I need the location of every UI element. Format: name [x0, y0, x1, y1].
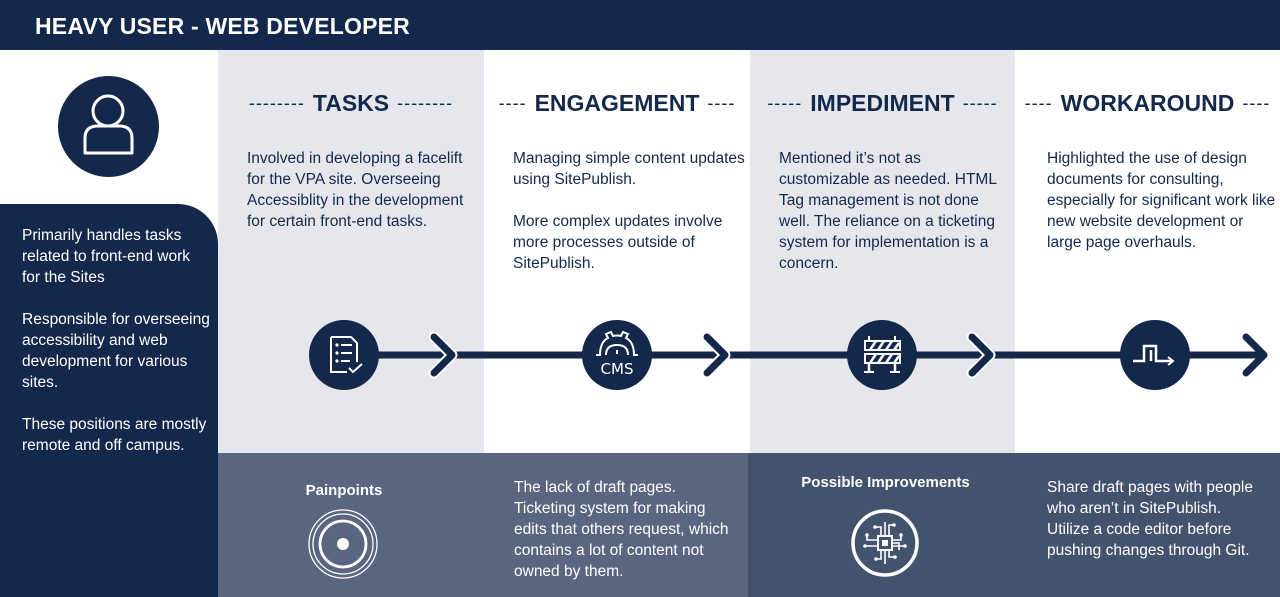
impediment-body: Mentioned it’s not as customizable as ne…	[779, 148, 1014, 274]
column-title: -------- TASKS --------	[218, 90, 484, 117]
engagement-text-2: More complex updates involve more proces…	[513, 213, 723, 272]
column-title: ----- IMPEDIMENT -----	[750, 90, 1015, 117]
tasks-text: Involved in developing a facelift for th…	[247, 150, 464, 230]
column-engagement: ---- ENGAGEMENT ---- Managing simple conte…	[484, 50, 750, 453]
improvement-item-1: Share draft pages with people who aren’t…	[1047, 479, 1253, 517]
tasks-body: Involved in developing a facelift for th…	[247, 148, 482, 232]
dash-divider: --------	[248, 93, 305, 113]
header-bar: HEAVY USER - WEB DEVELOPER	[0, 0, 1280, 50]
dash-divider: ----	[498, 93, 527, 113]
column-title: ---- ENGAGEMENT ----	[484, 90, 750, 117]
column-workaround: ---- WORKAROUND ---- Highlighted the use o…	[1015, 50, 1280, 453]
column-title: ---- WORKAROUND ----	[1015, 90, 1280, 117]
column-impediment: ----- IMPEDIMENT ----- Mentioned it’s not …	[750, 50, 1015, 453]
dash-divider: ----	[707, 93, 736, 113]
dash-divider: -----	[767, 93, 803, 113]
impediment-heading: IMPEDIMENT	[810, 90, 955, 116]
painpoints-band: Painpoints The lack of draft pages. Tick…	[218, 453, 748, 597]
persona-text-1: Primarily handles tasks related to front…	[22, 227, 191, 286]
improvements-text: Share draft pages with people who aren’t…	[1047, 477, 1277, 561]
workaround-heading: WORKAROUND	[1060, 90, 1235, 116]
tasks-heading: TASKS	[312, 90, 390, 116]
improvement-item-2: Utilize a code editor before pushing cha…	[1047, 521, 1250, 559]
improvements-band: Possible Improvements Share draft pages …	[748, 453, 1280, 597]
column-tasks: -------- TASKS -------- Involved in develo…	[218, 50, 484, 453]
circuit-chip-icon	[851, 509, 919, 577]
dash-divider: --------	[397, 93, 454, 113]
persona-text-2: Responsible for overseeing accessibility…	[22, 311, 210, 391]
workaround-text: Highlighted the use of design documents …	[1047, 150, 1276, 251]
impediment-text: Mentioned it’s not as customizable as ne…	[779, 150, 997, 272]
painpoints-text: The lack of draft pages. Ticketing syste…	[514, 479, 729, 580]
persona-panel: Primarily handles tasks related to front…	[0, 204, 218, 597]
dash-divider: ----	[1242, 93, 1271, 113]
avatar	[58, 76, 159, 177]
dash-divider: -----	[962, 93, 998, 113]
user-icon	[83, 94, 134, 155]
persona-text-3: These positions are mostly remote and of…	[22, 416, 207, 454]
target-icon	[308, 509, 378, 579]
workaround-body: Highlighted the use of design documents …	[1047, 148, 1280, 253]
page-title: HEAVY USER - WEB DEVELOPER	[35, 13, 410, 39]
dash-divider: ----	[1024, 93, 1053, 113]
engagement-text-1: Managing simple content updates using Si…	[513, 150, 745, 188]
improvements-label: Possible Improvements	[801, 474, 970, 491]
engagement-body: Managing simple content updates using Si…	[513, 148, 748, 274]
painpoints-label: Painpoints	[305, 482, 383, 499]
engagement-heading: ENGAGEMENT	[534, 90, 700, 116]
